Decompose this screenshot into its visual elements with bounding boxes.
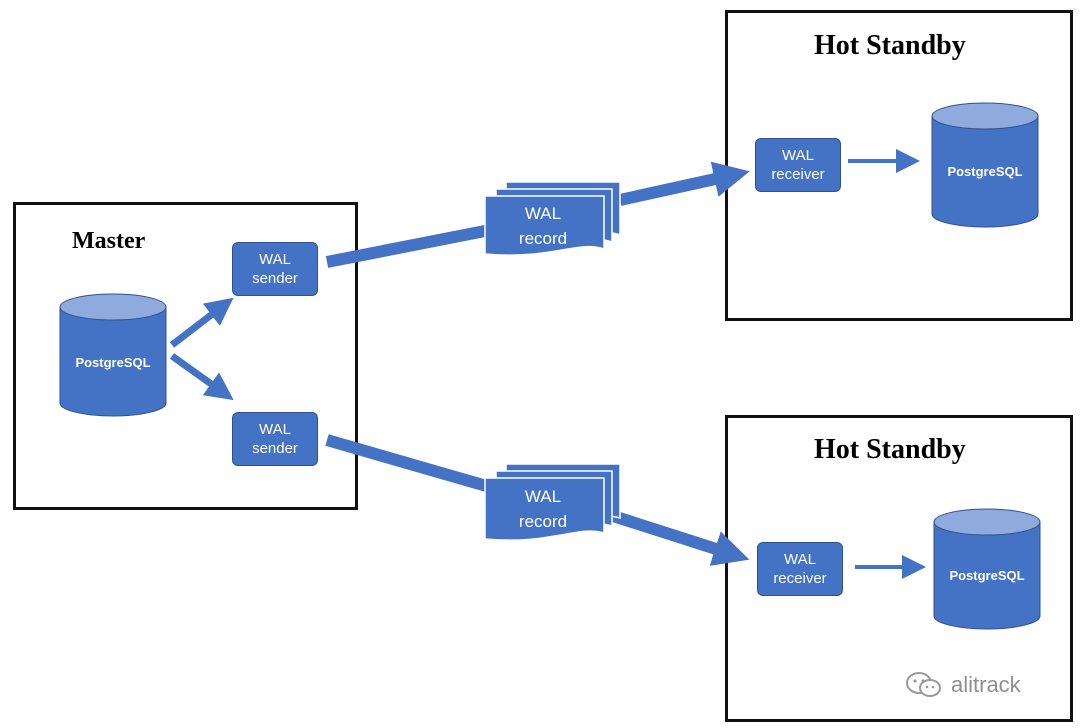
master-db-label: PostgreSQL [75,355,150,370]
arrow-db-to-sender-1 [169,297,234,348]
wal-receiver-1: WAL receiver [755,138,841,192]
wal-receiver-2: WAL receiver [757,542,843,596]
wal-sender-1-line-1: WAL [259,251,291,268]
arrow-sender-1-to-record [325,224,492,268]
standby-1-postgresql-cylinder: PostgreSQL [931,102,1039,228]
standby-2-postgresql-cylinder: PostgreSQL [933,508,1041,630]
watermark: alitrack [905,668,1021,702]
wal-sender-2: WAL sender [232,412,318,466]
wal-receiver-2-line-2: receiver [773,570,827,587]
master-postgresql-cylinder: PostgreSQL [59,293,167,417]
standby-1-title: Hot Standby [814,30,966,61]
arrow-record-2-to-receiver [608,509,750,566]
wal-sender-2-line-1: WAL [259,421,291,438]
watermark-text: alitrack [951,672,1021,697]
standby-2-title: Hot Standby [814,434,966,465]
arrow-db-to-sender-2 [169,353,234,401]
master-title: Master [72,228,146,254]
arrow-record-1-to-receiver [618,161,750,206]
wal-sender-1-line-2: sender [252,270,298,287]
wal-record-1-line-2: record [519,229,567,248]
wal-sender-2-line-2: sender [252,440,298,457]
wechat-icon [906,672,941,697]
wal-record-2-line-1: WAL [525,487,561,506]
wal-record-1-stack: WAL record [484,181,621,256]
wal-record-2-line-2: record [519,512,567,531]
wal-record-2-front [484,477,605,541]
wal-record-1-front [484,195,605,256]
standby-1-db-label: PostgreSQL [947,164,1022,179]
wal-receiver-1-line-2: receiver [771,166,825,183]
wal-receiver-1-line-1: WAL [782,147,814,164]
wal-receiver-2-line-1: WAL [784,551,816,568]
wal-record-1-line-1: WAL [525,204,561,223]
wal-sender-1: WAL sender [232,242,318,296]
standby-2-db-label: PostgreSQL [949,568,1024,583]
wal-record-2-stack: WAL record [484,463,621,541]
arrow-sender-2-to-record [325,434,492,493]
